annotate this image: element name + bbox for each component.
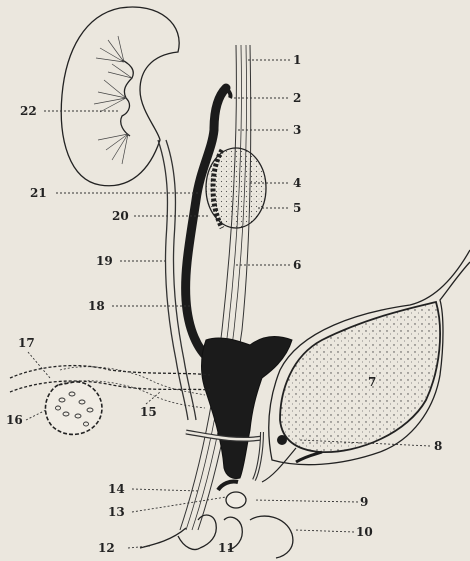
label-6: 6 — [293, 258, 301, 272]
label-2: 2 — [293, 91, 301, 105]
label-14: 14 — [108, 482, 125, 496]
label-9: 9 — [360, 495, 368, 509]
label-13: 13 — [108, 505, 125, 519]
label-7: 7 — [368, 375, 376, 389]
label-3: 3 — [293, 123, 301, 137]
label-16: 16 — [6, 413, 23, 427]
label-5: 5 — [293, 201, 301, 215]
label-12: 12 — [98, 541, 115, 555]
label-15: 15 — [140, 405, 157, 419]
label-19: 19 — [96, 254, 113, 268]
label-17: 17 — [18, 336, 35, 350]
label-1: 1 — [293, 53, 301, 67]
label-21: 21 — [30, 186, 47, 200]
label-22: 22 — [20, 104, 37, 118]
oval-body — [206, 148, 266, 228]
label-8: 8 — [434, 439, 442, 453]
label-4: 4 — [293, 176, 301, 190]
label-18: 18 — [88, 299, 105, 313]
label-20: 20 — [112, 209, 129, 223]
label-10: 10 — [356, 525, 373, 539]
label-11: 11 — [218, 541, 235, 555]
